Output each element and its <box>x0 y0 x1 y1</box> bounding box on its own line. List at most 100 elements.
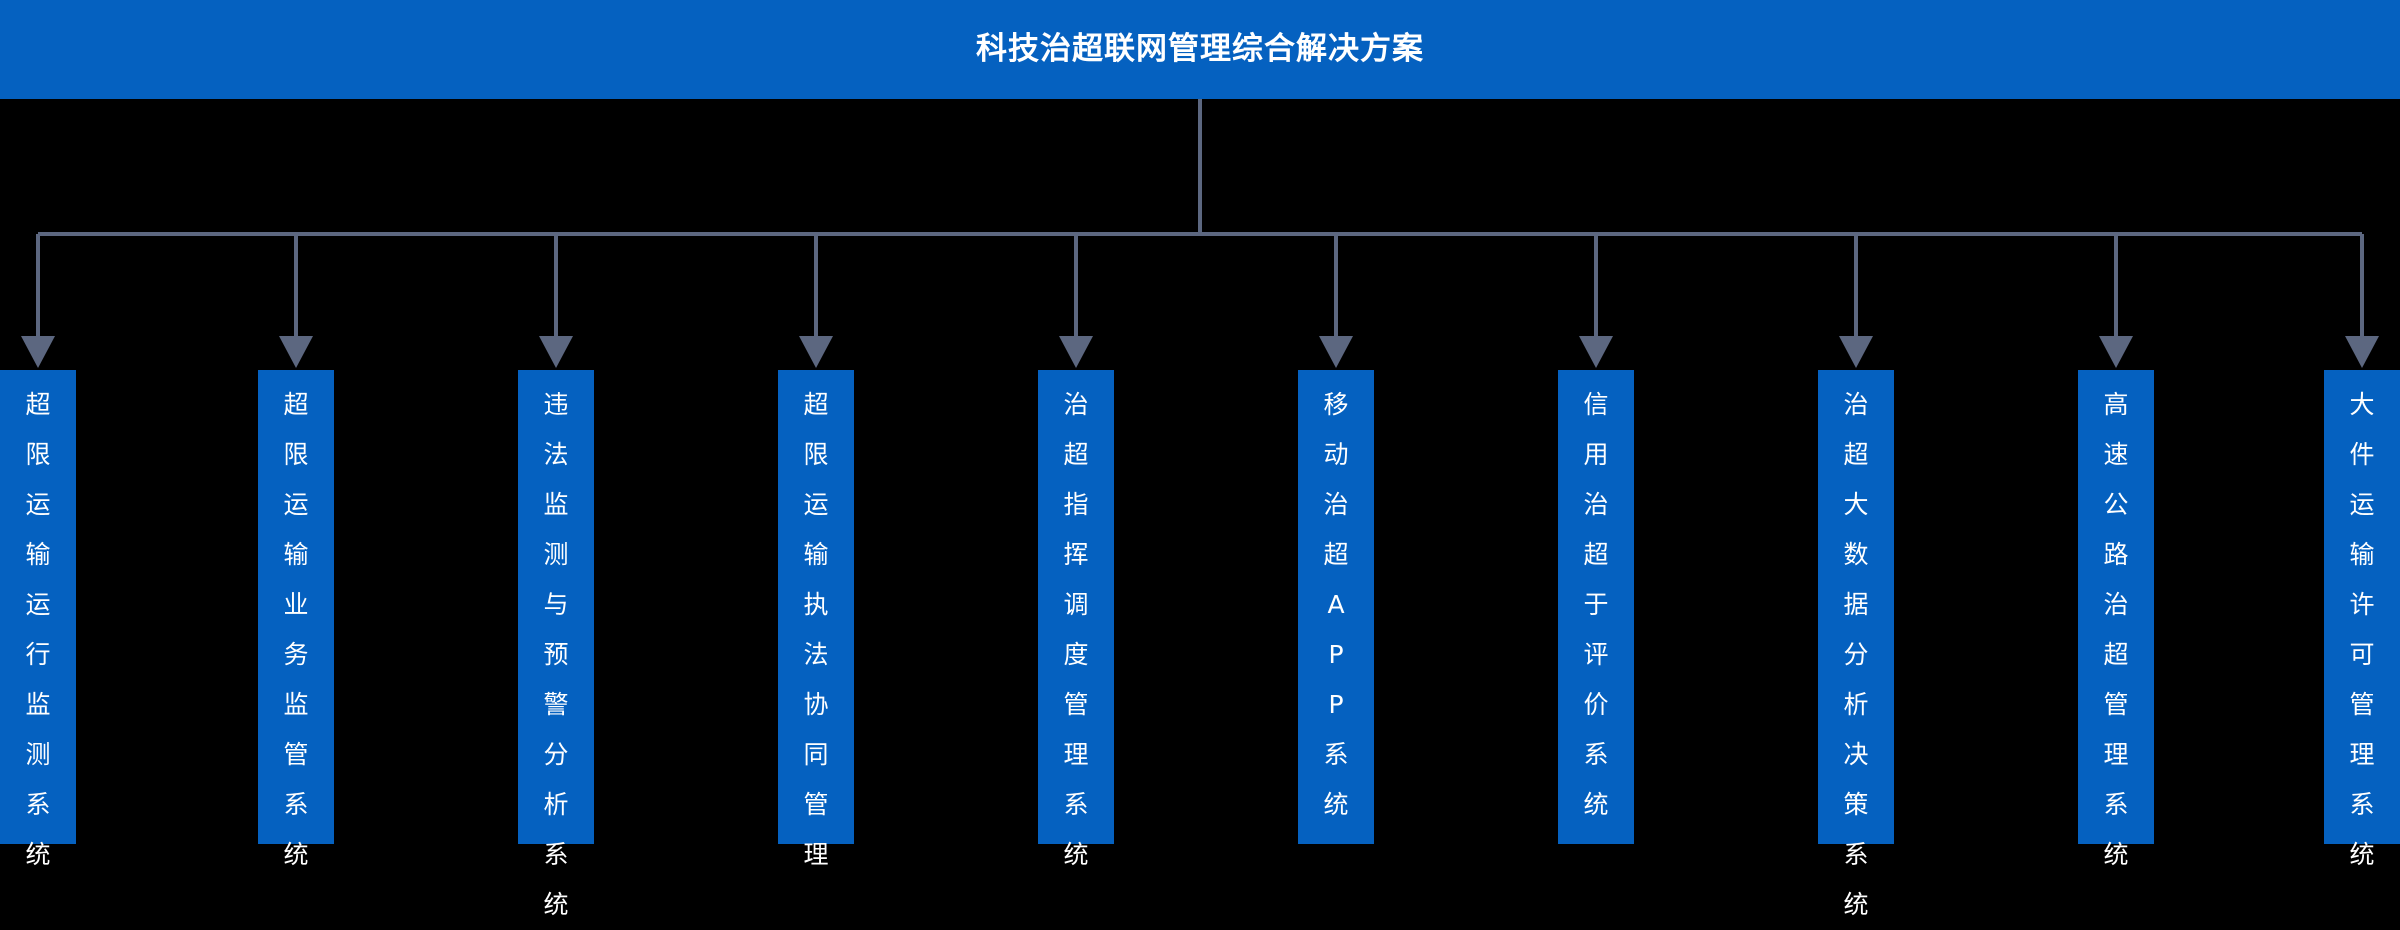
diagram-node-9[interactable]: 高速公路治超管理系统 <box>2078 370 2154 869</box>
arrow-down-icon <box>1059 336 1093 368</box>
diagram-node-label: 高速公路治超管理系统 <box>2078 380 2154 880</box>
node-label-char: 统 <box>2103 840 2129 869</box>
node-label-char: 运 <box>283 490 309 519</box>
node-label-char: 统 <box>1583 790 1609 819</box>
node-label-char: 理 <box>1063 740 1089 769</box>
node-label-char: 大 <box>2349 390 2375 419</box>
arrow-down-icon <box>1579 336 1613 368</box>
node-label-char: 决 <box>1843 740 1869 769</box>
node-label-char: 指 <box>1063 490 1089 519</box>
diagram-node-1[interactable]: 超限运输运行监测系统 <box>0 370 76 869</box>
node-label-char: 违 <box>543 390 569 419</box>
node-label-char: 限 <box>25 440 51 469</box>
node-label-char: 系 <box>1323 740 1349 769</box>
node-label-char: P <box>1328 640 1344 669</box>
node-label-char: 超 <box>1063 440 1089 469</box>
node-label-char: 运 <box>2349 490 2375 519</box>
node-label-char: 信 <box>1583 390 1609 419</box>
diagram-node-8[interactable]: 治超大数据分析决策系统 <box>1818 370 1894 919</box>
node-label-char: 统 <box>2349 840 2375 869</box>
node-label-char: 许 <box>2349 590 2375 619</box>
arrow-down-icon <box>279 336 313 368</box>
node-label-char: 运 <box>803 490 829 519</box>
node-label-char: 超 <box>283 390 309 419</box>
node-label-char: 治 <box>1323 490 1349 519</box>
node-label-char: 监 <box>283 690 309 719</box>
node-label-char: 管 <box>283 740 309 769</box>
diagram-node-3[interactable]: 违法监测与预警分析系统 <box>518 370 594 919</box>
node-label-char: 超 <box>25 390 51 419</box>
diagram-node-7[interactable]: 信用治超于评价系统 <box>1558 370 1634 844</box>
page-title: 科技治超联网管理综合解决方案 <box>976 31 1424 67</box>
node-label-char: 警 <box>543 690 569 719</box>
diagram-node-label: 违法监测与预警分析系统 <box>518 380 594 930</box>
node-label-char: 系 <box>1063 790 1089 819</box>
arrow-down-icon <box>2345 336 2379 368</box>
node-label-char: 路 <box>2103 540 2129 569</box>
diagram-node-label: 超限运输运行监测系统 <box>0 380 76 880</box>
node-label-char: 统 <box>25 840 51 869</box>
node-label-char: 公 <box>2103 490 2129 519</box>
connector-lines <box>21 99 2379 368</box>
node-label-char: 协 <box>803 690 829 719</box>
arrow-down-icon <box>1839 336 1873 368</box>
node-label-char: 系 <box>2349 790 2375 819</box>
node-label-char: 析 <box>543 790 569 819</box>
node-label-char: 评 <box>1583 640 1609 669</box>
node-label-char: 与 <box>543 590 569 619</box>
node-label-char: 统 <box>283 840 309 869</box>
node-label-char: 统 <box>543 890 569 919</box>
node-label-char: 理 <box>2349 740 2375 769</box>
arrow-down-icon <box>539 336 573 368</box>
node-label-char: 据 <box>1843 590 1869 619</box>
node-label-char: 治 <box>1583 490 1609 519</box>
node-label-char: 系 <box>2103 790 2129 819</box>
diagram-title-bar: 科技治超联网管理综合解决方案 <box>0 0 2400 99</box>
node-label-char: 超 <box>803 390 829 419</box>
node-label-char: 业 <box>283 590 309 619</box>
node-label-char: 超 <box>2103 640 2129 669</box>
node-label-char: 超 <box>1323 540 1349 569</box>
arrow-down-icon <box>1319 336 1353 368</box>
node-label-char: 大 <box>1843 490 1869 519</box>
node-label-char: 分 <box>1843 640 1869 669</box>
node-label-char: 运 <box>25 590 51 619</box>
node-label-char: 超 <box>1583 540 1609 569</box>
node-label-char: 件 <box>2349 440 2375 469</box>
node-label-char: 行 <box>25 640 51 669</box>
node-label-char: 测 <box>543 540 569 569</box>
node-label-char: 运 <box>25 490 51 519</box>
node-label-char: 系 <box>1583 740 1609 769</box>
diagram-node-10[interactable]: 大件运输许可管理系统 <box>2324 370 2400 869</box>
node-label-char: 理 <box>803 840 829 869</box>
node-label-char: 超 <box>1843 440 1869 469</box>
node-label-char: 同 <box>803 740 829 769</box>
node-label-char: 可 <box>2349 640 2375 669</box>
node-label-char: 管 <box>803 790 829 819</box>
node-label-char: 输 <box>283 540 309 569</box>
arrow-down-icon <box>21 336 55 368</box>
node-label-char: 法 <box>803 640 829 669</box>
node-label-char: 预 <box>543 640 569 669</box>
diagram-node-2[interactable]: 超限运输业务监管系统 <box>258 370 334 869</box>
node-label-char: P <box>1328 690 1344 719</box>
node-label-char: 数 <box>1843 540 1869 569</box>
node-label-char: 价 <box>1583 690 1609 719</box>
diagram-node-label: 治超指挥调度管理系统 <box>1038 380 1114 880</box>
diagram-node-4[interactable]: 超限运输执法协同管理 <box>778 370 854 869</box>
node-label-char: 限 <box>803 440 829 469</box>
node-label-char: 限 <box>283 440 309 469</box>
diagram-node-label: 超限运输执法协同管理 <box>778 380 854 880</box>
node-label-char: 速 <box>2103 440 2129 469</box>
node-label-char: 用 <box>1583 440 1609 469</box>
diagram-node-label: 信用治超于评价系统 <box>1558 380 1634 830</box>
diagram-node-5[interactable]: 治超指挥调度管理系统 <box>1038 370 1114 869</box>
node-label-char: 治 <box>1063 390 1089 419</box>
node-label-char: A <box>1327 590 1345 619</box>
node-label-char: 管 <box>2349 690 2375 719</box>
diagram-node-label: 治超大数据分析决策系统 <box>1818 380 1894 930</box>
node-label-char: 移 <box>1323 390 1349 419</box>
node-label-char: 统 <box>1063 840 1089 869</box>
